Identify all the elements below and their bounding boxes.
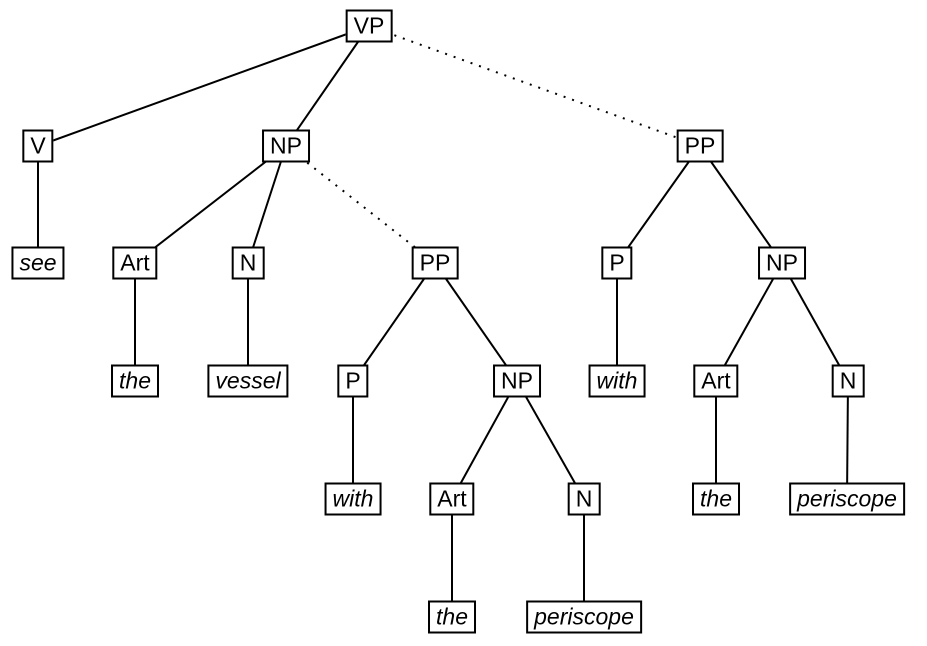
tree-node-v: V — [22, 129, 54, 163]
edge-np-high-n-high — [781, 262, 849, 382]
tree-node-periscope-high: periscope — [789, 482, 905, 516]
edge-vp-v — [37, 25, 370, 147]
tree-node-p-high: P — [601, 246, 633, 280]
tree-node-np-low: NP — [493, 364, 541, 398]
tree-node-p-low: P — [337, 364, 369, 398]
edge-pp-high-np-high — [699, 145, 783, 264]
tree-node-the-obj: the — [111, 364, 159, 398]
tree-node-art-low: Art — [429, 482, 475, 516]
tree-node-vessel: vessel — [207, 364, 289, 398]
tree-node-art-high: Art — [693, 364, 739, 398]
tree-node-pp-low: PP — [411, 246, 459, 280]
tree-node-n-low: N — [567, 482, 601, 516]
edge-np-low-art-low — [451, 380, 518, 500]
tree-node-periscope-low: periscope — [526, 600, 642, 634]
edge-pp-high-p-high — [616, 145, 701, 264]
tree-node-pp-high: PP — [676, 129, 724, 163]
edge-np-obj-n-obj — [247, 145, 287, 264]
tree-node-the-low: the — [428, 600, 476, 634]
edge-pp-low-np-low — [434, 262, 518, 382]
edge-np-high-art-high — [715, 262, 783, 382]
edge-np-obj-art-obj — [134, 145, 287, 264]
tree-node-with-low: with — [324, 482, 382, 516]
tree-node-art-obj: Art — [112, 246, 158, 280]
tree-node-see: see — [11, 246, 65, 280]
edge-n-high-periscope-high — [846, 380, 849, 500]
edge-np-low-n-low — [516, 380, 585, 500]
tree-node-n-high: N — [831, 364, 865, 398]
edge-pp-low-p-low — [352, 262, 436, 382]
edge-vp-np-obj — [285, 25, 370, 147]
tree-node-np-obj: NP — [262, 129, 310, 163]
tree-node-n-obj: N — [231, 246, 265, 280]
tree-node-vp: VP — [345, 9, 393, 43]
tree-node-the-high: the — [692, 482, 740, 516]
tree-node-with-high: with — [588, 364, 646, 398]
tree-node-np-high: NP — [758, 246, 806, 280]
